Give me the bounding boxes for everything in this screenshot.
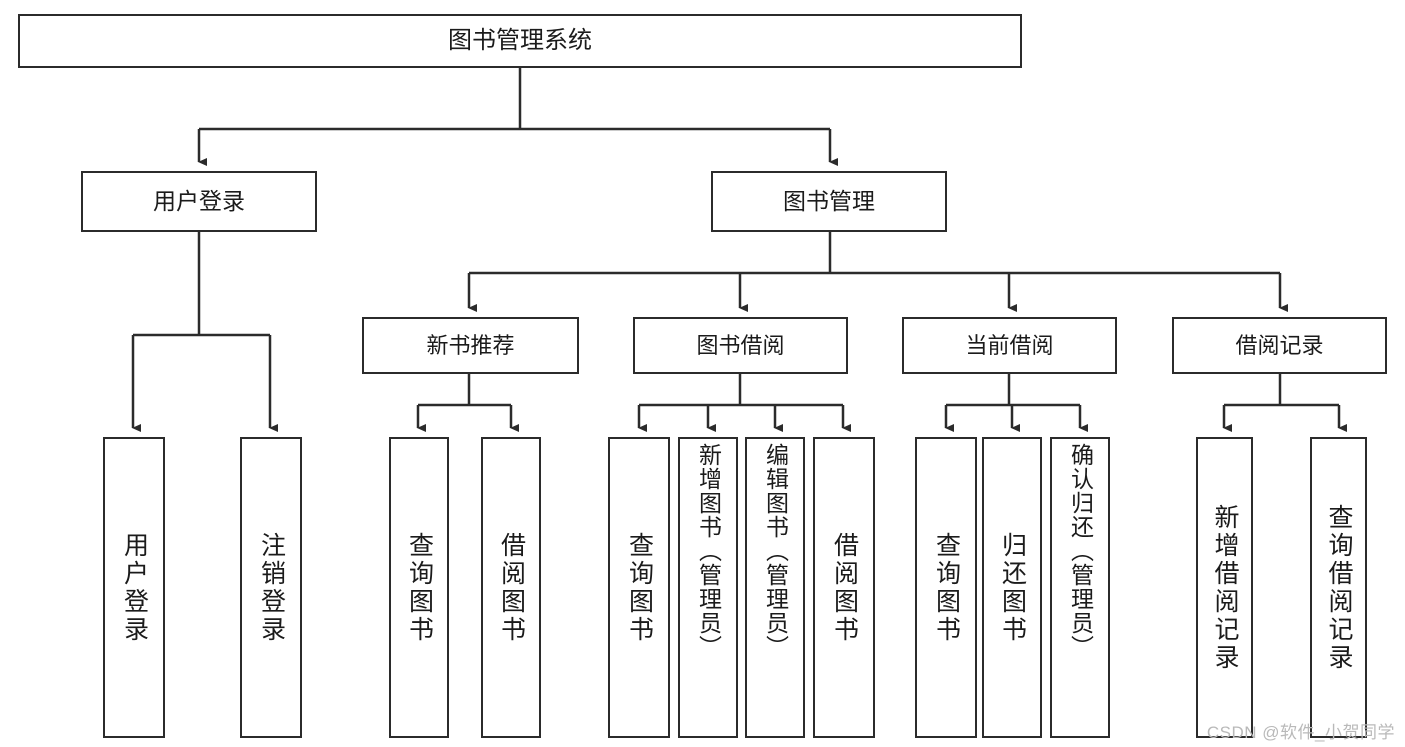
node-leaf-return-book[interactable]: 归还图书 xyxy=(982,437,1042,738)
node-leaf-borrow-book-1[interactable]: 借阅图书 xyxy=(481,437,541,738)
node-leaf-return-book-label: 归还图书 xyxy=(998,531,1027,644)
node-leaf-query-book-2[interactable]: 查询图书 xyxy=(608,437,670,738)
node-root-system-label: 图书管理系统 xyxy=(448,27,592,54)
node-leaf-query-book-3-label: 查询图书 xyxy=(932,531,961,644)
node-book-manage[interactable]: 图书管理 xyxy=(711,171,947,232)
node-current-borrow[interactable]: 当前借阅 xyxy=(902,317,1117,374)
node-leaf-query-book-1[interactable]: 查询图书 xyxy=(389,437,449,738)
node-leaf-logout-login-label: 注销登录 xyxy=(257,531,286,644)
node-leaf-confirm-return-admin-label: 确认归还（管理员） xyxy=(1067,443,1094,659)
node-borrow-record-label: 借阅记录 xyxy=(1235,332,1324,358)
node-current-borrow-label: 当前借阅 xyxy=(965,332,1054,358)
node-user-login[interactable]: 用户登录 xyxy=(81,171,317,232)
node-new-book-recommend-label: 新书推荐 xyxy=(426,332,515,358)
node-leaf-query-book-1-label: 查询图书 xyxy=(405,531,434,644)
node-leaf-add-borrow-record-label: 新增借阅记录 xyxy=(1211,503,1239,672)
node-leaf-edit-book-admin[interactable]: 编辑图书（管理员） xyxy=(745,437,805,738)
node-leaf-user-login[interactable]: 用户登录 xyxy=(103,437,165,738)
node-leaf-add-book-admin[interactable]: 新增图书（管理员） xyxy=(678,437,738,738)
node-book-borrow[interactable]: 图书借阅 xyxy=(633,317,848,374)
node-user-login-label: 用户登录 xyxy=(153,188,245,215)
node-new-book-recommend[interactable]: 新书推荐 xyxy=(362,317,579,374)
node-leaf-query-borrow-record[interactable]: 查询借阅记录 xyxy=(1310,437,1367,738)
node-leaf-borrow-book-2[interactable]: 借阅图书 xyxy=(813,437,875,738)
node-leaf-add-book-admin-label: 新增图书（管理员） xyxy=(695,443,722,659)
node-leaf-logout-login[interactable]: 注销登录 xyxy=(240,437,302,738)
node-leaf-add-borrow-record[interactable]: 新增借阅记录 xyxy=(1196,437,1253,738)
node-leaf-query-book-2-label: 查询图书 xyxy=(625,531,654,644)
node-leaf-borrow-book-1-label: 借阅图书 xyxy=(497,531,526,644)
node-leaf-borrow-book-2-label: 借阅图书 xyxy=(830,531,859,644)
node-leaf-confirm-return-admin[interactable]: 确认归还（管理员） xyxy=(1050,437,1110,738)
node-borrow-record[interactable]: 借阅记录 xyxy=(1172,317,1387,374)
node-leaf-user-login-label: 用户登录 xyxy=(120,531,149,644)
node-book-borrow-label: 图书借阅 xyxy=(696,332,785,358)
node-root-system[interactable]: 图书管理系统 xyxy=(18,14,1022,68)
csdn-watermark: CSDN @软件_小贺同学 xyxy=(1206,723,1395,742)
node-leaf-query-borrow-record-label: 查询借阅记录 xyxy=(1325,503,1353,672)
node-book-manage-label: 图书管理 xyxy=(783,188,875,215)
node-leaf-edit-book-admin-label: 编辑图书（管理员） xyxy=(762,443,789,659)
node-leaf-query-book-3[interactable]: 查询图书 xyxy=(915,437,977,738)
